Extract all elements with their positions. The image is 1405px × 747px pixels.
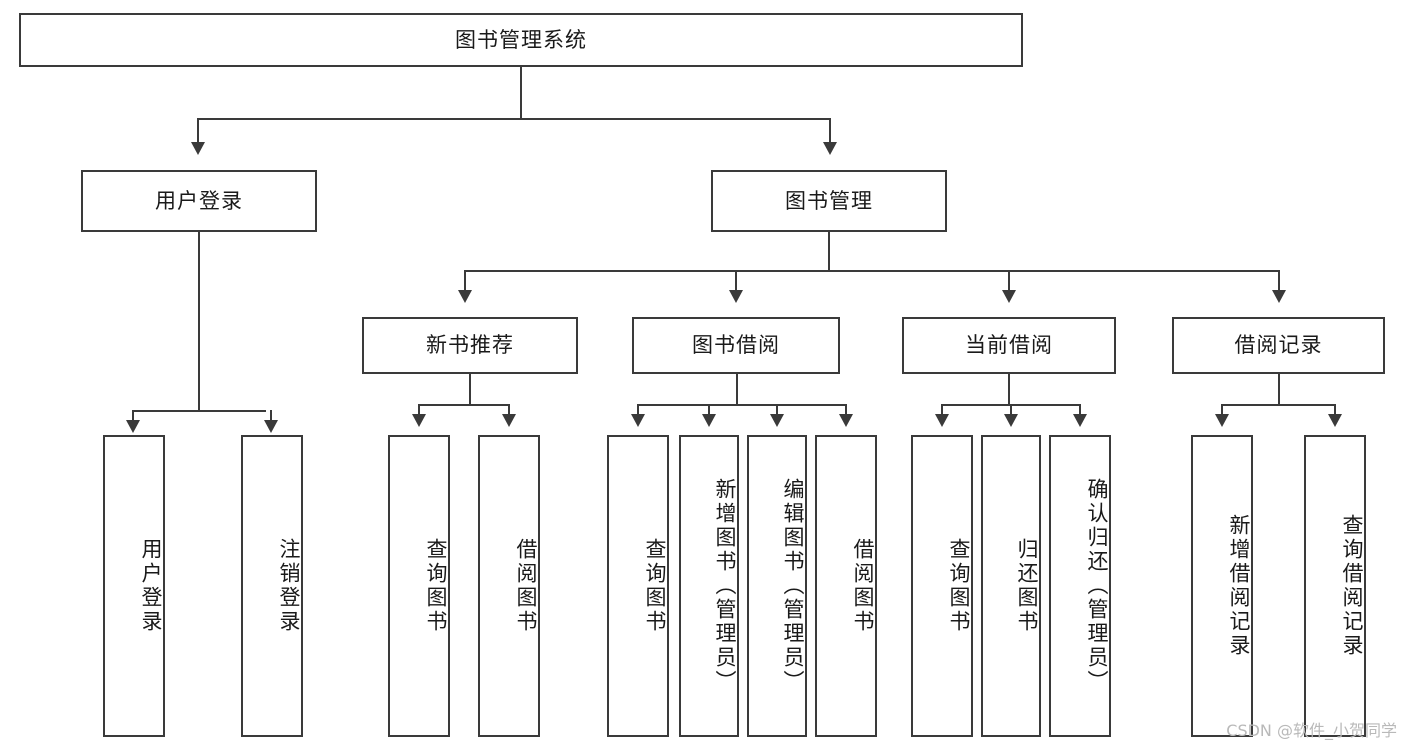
arrowhead-leaf-query-book-2 [631, 414, 645, 427]
arrowhead-leaf-logout-login [264, 420, 278, 433]
connector-book-borrow-bus [637, 404, 846, 406]
node-label: 用户登录 [139, 538, 163, 634]
node-leaf-logout-login[interactable]: 注销登录 [241, 435, 303, 737]
node-label: 借阅记录 [1234, 333, 1323, 358]
node-label: 新增图书（管理员） [713, 478, 737, 694]
node-leaf-borrow-book-1[interactable]: 借阅图书 [478, 435, 540, 737]
arrowhead-borrow-record [1272, 290, 1286, 303]
connector-borrow-record-bus [1221, 404, 1335, 406]
arrowhead-user-login [191, 142, 205, 155]
node-book-borrow[interactable]: 图书借阅 [632, 317, 840, 374]
connector-level3-bus [464, 270, 1280, 272]
node-leaf-query-book-1[interactable]: 查询图书 [388, 435, 450, 737]
node-label: 图书管理 [785, 188, 873, 213]
node-leaf-add-book-admin[interactable]: 新增图书（管理员） [679, 435, 739, 737]
connector-root-stem [520, 67, 522, 119]
arrowhead-leaf-edit-book-admin [770, 414, 784, 427]
node-book-management[interactable]: 图书管理 [711, 170, 947, 232]
connector-drop-leaf-logout-login [270, 410, 272, 422]
connector-new-book-recommend-stem [469, 374, 471, 406]
node-user-login[interactable]: 用户登录 [81, 170, 317, 232]
arrowhead-leaf-add-borrow-record [1215, 414, 1229, 427]
node-label: 查询借阅记录 [1340, 514, 1364, 658]
connector-borrow-record-stem [1278, 374, 1280, 406]
connector-drop-book-management [829, 118, 831, 144]
connector-drop-leaf-query-book-2 [637, 404, 639, 416]
arrowhead-current-borrow [1002, 290, 1016, 303]
node-label: 借阅图书 [514, 538, 538, 634]
csdn-watermark: CSDN @软件_小贺同学 [1226, 721, 1397, 740]
connector-drop-leaf-add-book-admin [708, 404, 710, 416]
node-new-book-recommend[interactable]: 新书推荐 [362, 317, 578, 374]
connector-drop-user-login [197, 118, 199, 144]
connector-user-login-stem [198, 232, 200, 412]
node-label: 查询图书 [643, 538, 667, 634]
arrowhead-book-management [823, 142, 837, 155]
node-label: 图书管理系统 [455, 27, 587, 52]
arrowhead-leaf-borrow-book-1 [502, 414, 516, 427]
connector-drop-leaf-return-book [1010, 404, 1012, 416]
connector-drop-current-borrow [1008, 270, 1010, 292]
node-label: 注销登录 [277, 538, 301, 634]
arrowhead-leaf-query-book-3 [935, 414, 949, 427]
connector-new-book-recommend-bus [418, 404, 510, 406]
arrowhead-leaf-return-book [1004, 414, 1018, 427]
node-label: 当前借阅 [965, 333, 1053, 358]
connector-drop-leaf-borrow-book-2 [845, 404, 847, 416]
arrowhead-leaf-user-login [126, 420, 140, 433]
arrowhead-leaf-borrow-book-2 [839, 414, 853, 427]
node-leaf-borrow-book-2[interactable]: 借阅图书 [815, 435, 877, 737]
arrowhead-leaf-confirm-return-admin [1073, 414, 1087, 427]
node-label: 查询图书 [947, 538, 971, 634]
node-leaf-query-borrow-record[interactable]: 查询借阅记录 [1304, 435, 1366, 737]
node-label: 确认归还（管理员） [1085, 478, 1109, 694]
connector-drop-leaf-borrow-book-1 [508, 404, 510, 416]
connector-drop-book-borrow [735, 270, 737, 292]
node-leaf-edit-book-admin[interactable]: 编辑图书（管理员） [747, 435, 807, 737]
node-leaf-user-login[interactable]: 用户登录 [103, 435, 165, 737]
node-leaf-query-book-2[interactable]: 查询图书 [607, 435, 669, 737]
node-root-book-management-system[interactable]: 图书管理系统 [19, 13, 1023, 67]
connector-book-management-stem [828, 232, 830, 272]
node-borrow-record[interactable]: 借阅记录 [1172, 317, 1385, 374]
connector-drop-new-book-recommend [464, 270, 466, 292]
node-label: 图书借阅 [692, 333, 780, 358]
node-leaf-query-book-3[interactable]: 查询图书 [911, 435, 973, 737]
node-label: 查询图书 [424, 538, 448, 634]
node-label: 用户登录 [155, 188, 243, 213]
node-label: 归还图书 [1015, 538, 1039, 634]
node-leaf-confirm-return-admin[interactable]: 确认归还（管理员） [1049, 435, 1111, 737]
arrowhead-book-borrow [729, 290, 743, 303]
node-leaf-return-book[interactable]: 归还图书 [981, 435, 1041, 737]
node-label: 新增借阅记录 [1227, 514, 1251, 658]
node-current-borrow[interactable]: 当前借阅 [902, 317, 1116, 374]
arrowhead-leaf-add-book-admin [702, 414, 716, 427]
connector-current-borrow-stem [1008, 374, 1010, 406]
connector-user-login-bus [132, 410, 266, 412]
connector-drop-borrow-record [1278, 270, 1280, 292]
node-label: 编辑图书（管理员） [781, 478, 805, 694]
connector-drop-leaf-edit-book-admin [776, 404, 778, 416]
connector-drop-leaf-query-book-3 [941, 404, 943, 416]
arrowhead-leaf-query-book-1 [412, 414, 426, 427]
connector-drop-leaf-query-book-1 [418, 404, 420, 416]
node-label: 借阅图书 [851, 538, 875, 634]
arrowhead-leaf-query-borrow-record [1328, 414, 1342, 427]
connector-drop-leaf-add-borrow-record [1221, 404, 1223, 416]
connector-level1-bus [197, 118, 831, 120]
connector-book-borrow-stem [736, 374, 738, 406]
connector-drop-leaf-confirm-return-admin [1079, 404, 1081, 416]
node-leaf-add-borrow-record[interactable]: 新增借阅记录 [1191, 435, 1253, 737]
connector-drop-leaf-query-borrow-record [1334, 404, 1336, 416]
connector-drop-leaf-user-login [132, 410, 134, 422]
arrowhead-new-book-recommend [458, 290, 472, 303]
node-label: 新书推荐 [426, 333, 514, 358]
